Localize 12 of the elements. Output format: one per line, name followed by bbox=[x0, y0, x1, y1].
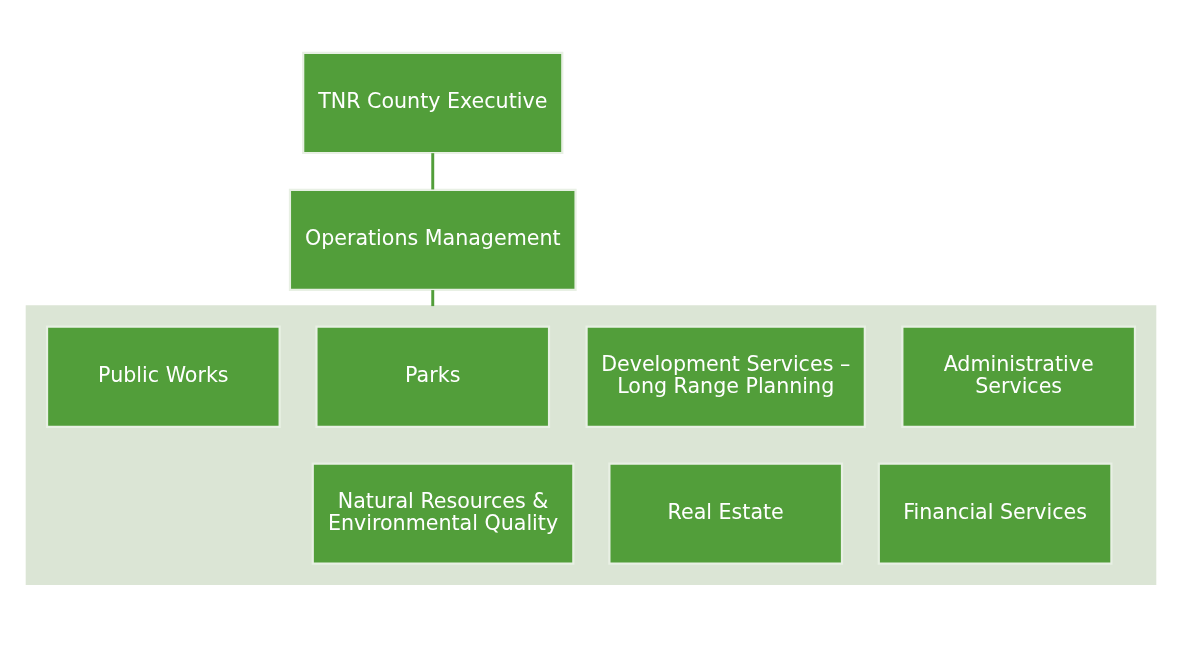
node-box: Public Works bbox=[45, 325, 281, 428]
cluster bbox=[25, 304, 1157, 585]
node-box: Natural Resources & Environmental Quality bbox=[311, 462, 575, 565]
node-box: Parks bbox=[315, 325, 551, 428]
node-box: Development Services – Long Range Planning bbox=[585, 325, 866, 428]
node-box: Administrative Services bbox=[901, 325, 1137, 428]
node-box: Operations Management bbox=[288, 188, 577, 291]
connector bbox=[431, 152, 435, 189]
node-box: TNR County Executive bbox=[302, 51, 564, 154]
node-box: Financial Services bbox=[877, 462, 1113, 565]
node-box: Real Estate bbox=[608, 462, 844, 565]
connector bbox=[431, 289, 435, 306]
